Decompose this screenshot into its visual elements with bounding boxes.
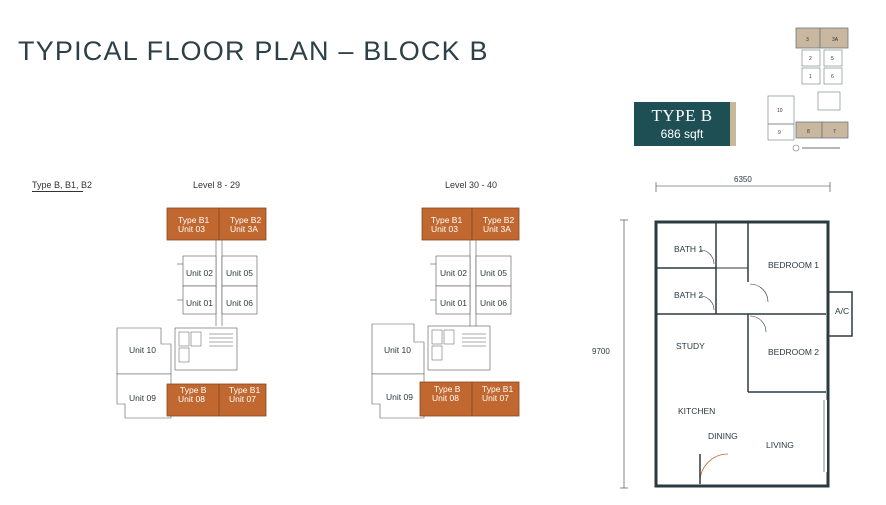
keyplan-label: 3	[806, 37, 809, 43]
keyplan-label: 7	[833, 129, 836, 135]
unit-10-name: Unit 10	[129, 345, 156, 355]
unit-07-type: Type B1	[482, 384, 513, 394]
unit-02-name: Unit 02	[186, 268, 213, 278]
badge-accent-strip	[730, 102, 736, 146]
unit-07-name: Unit 07	[229, 394, 256, 404]
room-bedroom-1: BEDROOM 1	[768, 260, 819, 270]
room-bath-1: BATH 1	[674, 244, 703, 254]
unit-03-type: Type B1	[178, 215, 209, 225]
badge-type: TYPE B	[651, 106, 713, 125]
keyplan-label: 6	[831, 74, 834, 80]
unit-07-type: Type B1	[229, 385, 260, 395]
unit-types-label: Type B, B1, B2	[32, 180, 93, 190]
unit-05-name: Unit 05	[226, 268, 253, 278]
unit-06-name: Unit 06	[226, 298, 253, 308]
keyplan-label: 5	[831, 56, 834, 62]
floor-plan-level-30-40: Type B1 Unit 03 Type B2 Unit 3A Unit 02 …	[371, 207, 520, 419]
unit-plan-type-b: 6350 9700 BATH 1 BATH 2 BEDROOM 1 BEDROO…	[592, 175, 853, 489]
room-study: STUDY	[676, 341, 705, 351]
unit-03-type: Type B1	[431, 215, 462, 225]
unit-09-name: Unit 09	[386, 392, 413, 402]
unit-03-name: Unit 03	[178, 224, 205, 234]
unit-06-name: Unit 06	[480, 298, 507, 308]
keyplan-label: 9	[778, 130, 781, 136]
unit-3a-type: Type B2	[483, 215, 514, 225]
key-plan: 3 3A 2 5 1 6 10 9 8 7	[767, 27, 849, 152]
unit-08-name: Unit 08	[178, 394, 205, 404]
unit-10-name: Unit 10	[384, 345, 411, 355]
badge-size: 686 sqft	[660, 127, 704, 141]
depth-dimension: 9700	[592, 347, 610, 356]
page-title: TYPICAL FLOOR PLAN – BLOCK B	[18, 36, 489, 66]
keyplan-label: 1	[809, 74, 812, 80]
unit-08-name: Unit 08	[432, 393, 459, 403]
room-bath-2: BATH 2	[674, 290, 703, 300]
level-label-1: Level 8 - 29	[193, 180, 241, 190]
unit-03-name: Unit 03	[431, 224, 458, 234]
unit-05-name: Unit 05	[480, 268, 507, 278]
unit-02-name: Unit 02	[440, 268, 467, 278]
unit-01-name: Unit 01	[186, 298, 213, 308]
room-kitchen: KITCHEN	[678, 406, 715, 416]
unit-08-type: Type B	[180, 385, 207, 395]
unit-07-name: Unit 07	[482, 393, 509, 403]
keyplan-label: 2	[809, 56, 812, 62]
room-living: LIVING	[766, 440, 794, 450]
keyplan-label: 8	[807, 129, 810, 135]
unit-3a-name: Unit 3A	[483, 224, 511, 234]
floor-plan-level-8-29: Type B1 Unit 03 Type B2 Unit 3A Unit 02 …	[116, 207, 267, 419]
room-bedroom-2: BEDROOM 2	[768, 347, 819, 357]
unit-09-name: Unit 09	[129, 393, 156, 403]
level-label-2: Level 30 - 40	[445, 180, 498, 190]
unit-type-badge: TYPE B 686 sqft	[634, 102, 730, 146]
width-dimension: 6350	[734, 175, 752, 184]
unit-08-type: Type B	[434, 384, 461, 394]
keyplan-label: 10	[777, 108, 783, 114]
room-ac-ledge: A/C	[835, 306, 849, 316]
room-dining: DINING	[708, 431, 738, 441]
unit-01-name: Unit 01	[440, 298, 467, 308]
keyplan-label: 3A	[832, 37, 839, 43]
unit-3a-type: Type B2	[230, 215, 261, 225]
unit-types-underline	[32, 191, 83, 192]
unit-3a-name: Unit 3A	[230, 224, 258, 234]
